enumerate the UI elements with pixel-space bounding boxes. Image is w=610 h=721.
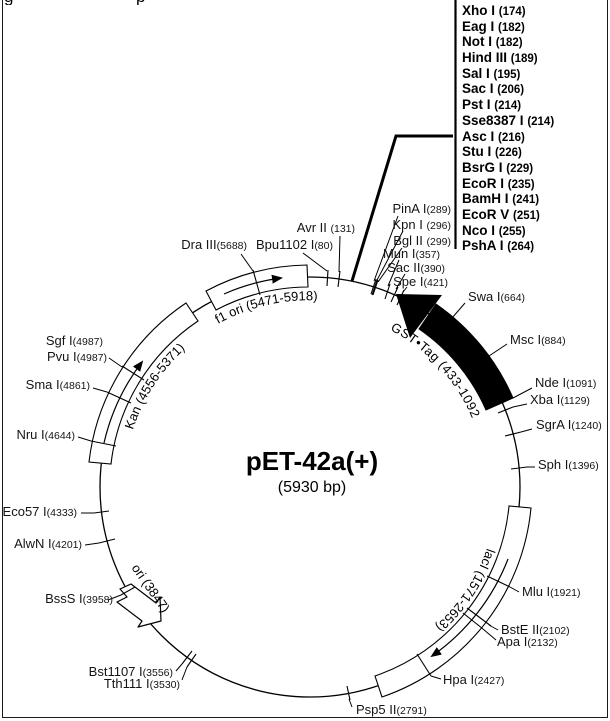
site-label-tth111: Tth111 I(3530) [103,676,180,691]
site-label-sal1: Sal I (195) [462,65,521,81]
site-label-hpa1: Hpa I(2427) [443,672,505,687]
site-label-psp5: Psp5 II(2791) [356,702,427,717]
site-label-msc1: Msc I(884) [510,332,566,347]
gst-tag-arrowhead [396,294,442,338]
site-label-sse8387: Sse8387 I (214) [462,112,555,128]
site-label-nco1: Nco I (255) [462,222,526,238]
kan-direction-arrow [103,360,144,444]
cropped-glyph-right: p [136,0,145,5]
site-label-eag1: Eag I (182) [462,18,525,34]
site-label-xba1: Xba I(1129) [530,392,590,407]
site-label-mlu1: Mlu I(1921) [522,584,581,599]
cropped-glyph-left: g [4,0,13,5]
site-label-sph1: Sph I(1396) [538,457,599,472]
site-label-alwn1: AlwN I(4201) [14,536,82,551]
laci-direction-arrow [430,558,509,658]
site-label-sac1: Sac I (206) [462,81,525,97]
site-label-stu1: Stu I (226) [462,144,522,160]
site-label-swa1: Swa I(664) [468,289,526,304]
site-label-pvu1: Pvu I(4987) [47,349,107,364]
site-label-bpu1102: Bpu1102 I(80) [256,237,333,252]
site-label-nde1: Nde I(1091) [535,375,597,390]
site-label-ecorv: EcoR V (251) [462,206,540,222]
plasmid-backbone-circle [99,276,521,698]
site-label-bst1107: Bst1107 I(3556) [88,664,173,679]
site-label-sac2: Sac II(390) [387,260,445,275]
site-label-hind3: Hind III (189) [462,50,538,66]
site-label-sgra1: SgrA I(1240) [536,417,602,432]
site-label-bamh1: BamH I (241) [462,191,540,207]
site-label-kpn1: Kpn I (296) [392,217,451,232]
site-label-nru1: Nru I(4644) [16,427,75,442]
site-label-spe1: Spe I(421) [393,274,448,289]
cropped-text-fragment: g p [0,0,610,5]
kan-gene-band [88,302,199,465]
site-label-apa1: Apa I(2132) [497,634,558,649]
site-label-pina1: PinA I(289) [392,201,451,216]
site-label-asc1: Asc I (216) [462,128,525,144]
site-label-ecor1: EcoR I (235) [462,175,535,191]
laci-gene-band [374,505,532,698]
site-label-bsss1: BssS I(3958) [45,591,113,606]
site-label-avr2: Avr II (131) [296,220,355,235]
site-label-bgl2: Bgl II (299) [393,233,451,248]
leader-lines [77,215,535,708]
site-label-pst1: Pst I (214) [462,97,522,113]
plasmid-size: (5930 bp) [277,479,347,496]
site-label-sgf1: Sgf I(4987) [45,333,103,348]
site-label-dra3: Dra III(5688) [181,237,247,252]
site-label-psha1: PshA I (264) [462,238,535,254]
site-label-bsrg1: BsrG I (229) [462,159,534,175]
plasmid-name: pET-42a(+) [245,446,379,476]
gst-tag-band [418,303,514,411]
f1-ori-direction-arrow [223,274,283,295]
site-label-mun1: Mun I(357) [382,246,440,261]
site-label-xho1: Xho I (174) [462,3,526,18]
restriction-ticks [90,269,528,701]
mcs-bracket-line [350,134,453,282]
site-label-eco57: Eco57 I(4333) [2,504,77,519]
site-label-not1: Not I (182) [462,34,523,50]
site-label-sma1: Sma I(4861) [25,377,90,392]
site-label-bste2: BstE II(2102) [501,622,570,637]
mcs-site-list: Xho I (174) Eag I (182) Not I (182) Hind… [462,3,554,254]
